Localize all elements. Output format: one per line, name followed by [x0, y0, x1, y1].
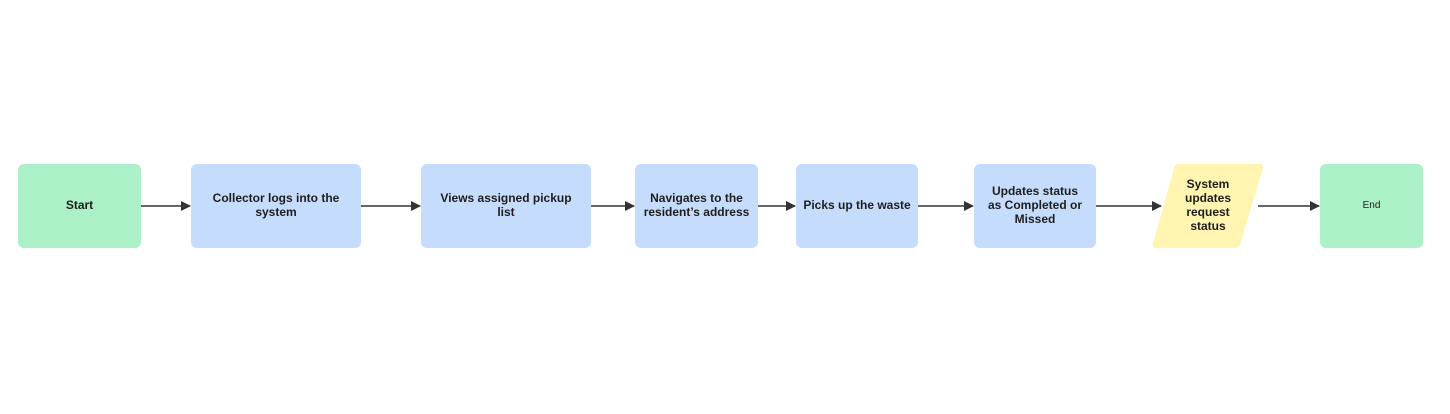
navigate-address-label: Navigates to the resident’s address [643, 191, 750, 219]
parallelogram-shape [1152, 164, 1264, 248]
navigate-address-step[interactable]: Navigates to the resident’s address [635, 164, 758, 248]
system-update-label: System updates request status [1185, 177, 1232, 233]
start-node[interactable]: Start [18, 164, 141, 248]
start-label: Start [65, 198, 94, 213]
system-update-io-node[interactable]: System updates request status [1152, 164, 1264, 248]
end-label: End [1362, 200, 1381, 212]
view-pickup-list-label: Views assigned pickup list [440, 191, 572, 219]
end-node[interactable]: End [1320, 164, 1423, 248]
update-status-step[interactable]: Updates status as Completed or Missed [974, 164, 1096, 248]
collector-login-label: Collector logs into the system [212, 191, 340, 219]
collector-login-step[interactable]: Collector logs into the system [191, 164, 361, 248]
pickup-waste-step[interactable]: Picks up the waste [796, 164, 918, 248]
view-pickup-list-step[interactable]: Views assigned pickup list [421, 164, 591, 248]
pickup-waste-label: Picks up the waste [803, 198, 911, 213]
update-status-label: Updates status as Completed or Missed [987, 184, 1083, 226]
